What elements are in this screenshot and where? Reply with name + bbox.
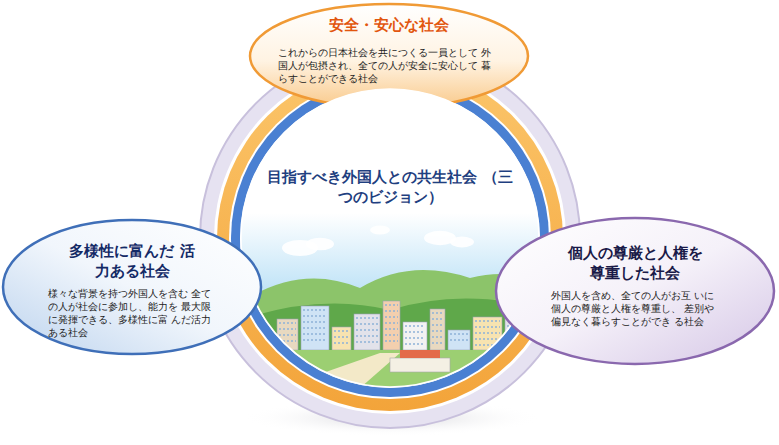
ellipse-outline [1,218,263,356]
vision-description: 様々な背景を持つ外国人を含む 全ての人が社会に参加し、能力を 最大限に発揮できる… [48,287,216,339]
vision-heading: 個人の尊厳と人権を 尊重した社会 [560,244,710,283]
center-circle: 目指すべき外国人との共生社会 （三つのビジョン） [240,88,540,388]
vision-description: これからの日本社会を共につくる一員として 外国人が包摂され、全ての人が安全に安心… [278,46,500,85]
vision-ellipse: 個人の尊厳と人権を 尊重した社会外国人を含め、全ての人がお互 いに個人の尊厳と人… [494,216,776,366]
vision-heading: 安全・安心な社会 [289,16,489,36]
vision-heading: 多様性に富んだ 活力ある社会 [67,242,197,281]
vision-ellipse: 多様性に富んだ 活力ある社会様々な背景を持つ外国人を含む 全ての人が社会に参加し… [1,218,263,356]
vision-heading: 目指すべき外国人との共生社会 （三つのビジョン） [260,168,520,207]
vision-description: 外国人を含め、全ての人がお互 いに個人の尊厳と人権を尊重し、 差別や偏見なく暮ら… [551,289,719,328]
city-illustration [240,88,540,388]
